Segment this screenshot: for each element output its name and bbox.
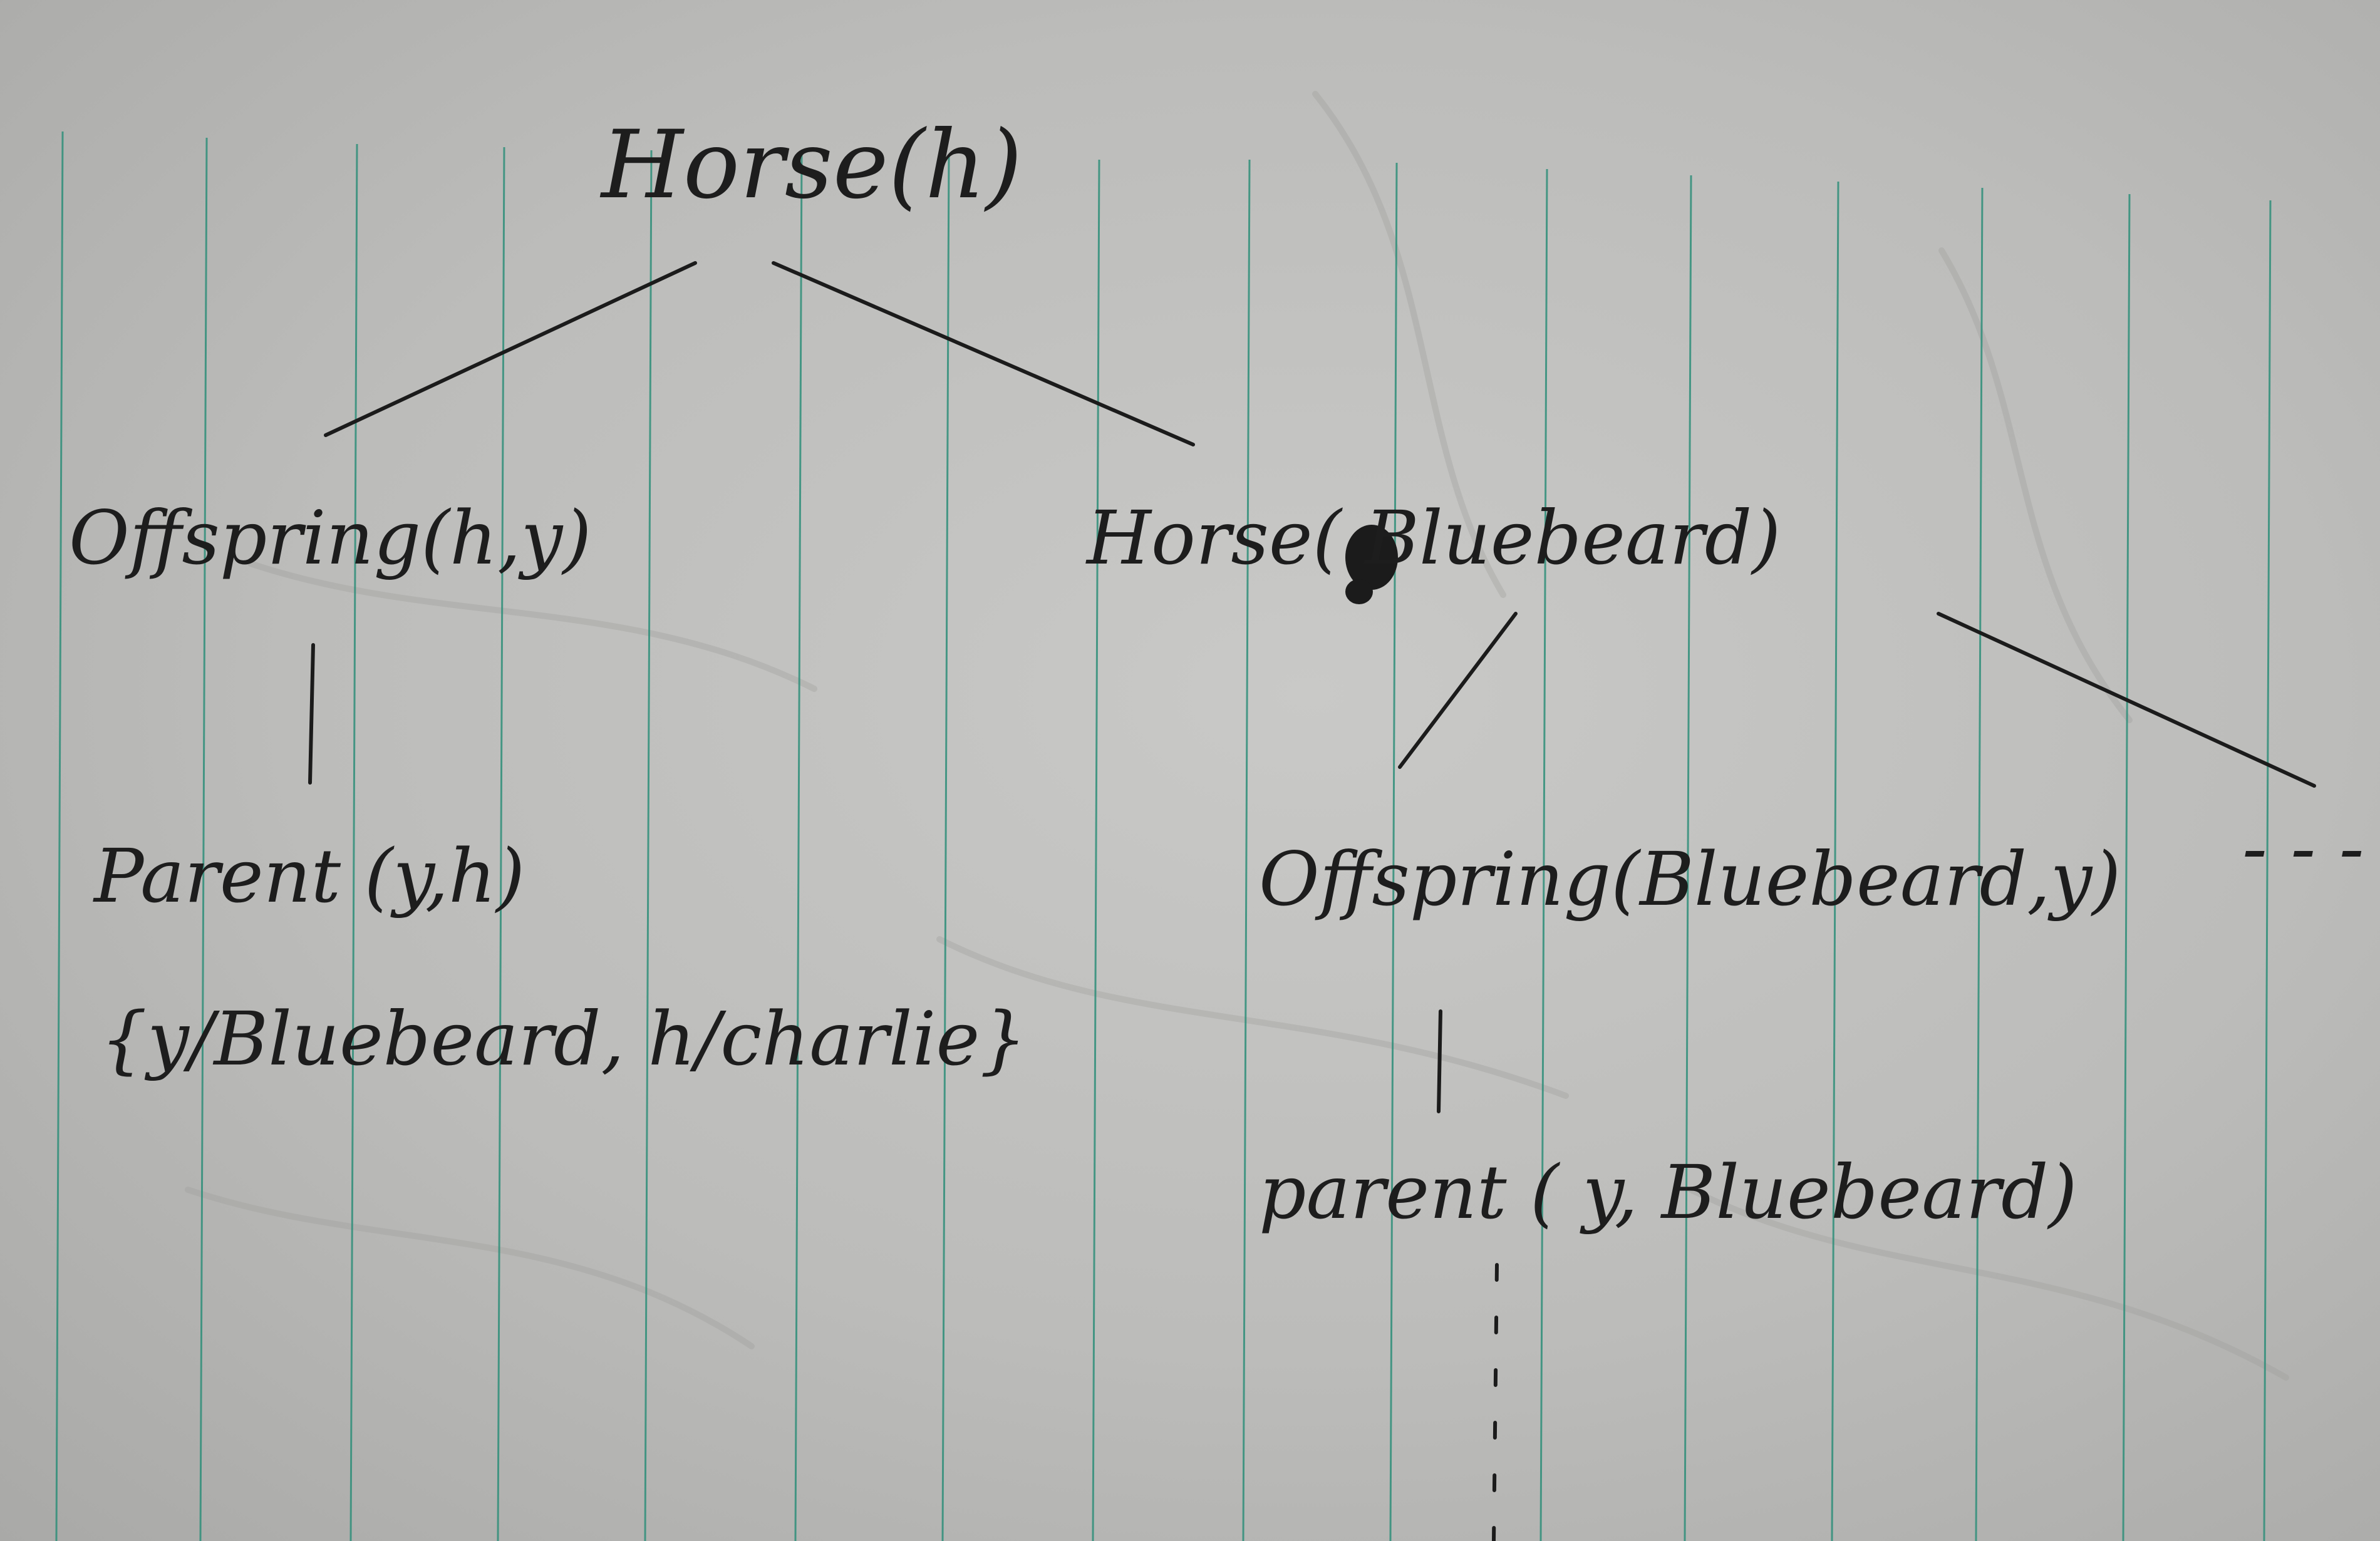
node-root: Horse(h) xyxy=(599,111,1022,220)
edge-left-vertical xyxy=(308,643,315,785)
node-right-greatgrandchild: parent ( y, Bluebeard) xyxy=(1259,1149,2077,1235)
node-left-grandchild: Parent (y,h) xyxy=(93,833,525,919)
ruled-lines xyxy=(55,131,2272,1541)
substitution-label: {y/Bluebeard, h/charlie} xyxy=(100,996,1027,1082)
edge-right-vertical xyxy=(1437,1009,1442,1113)
continuation-label: - - - xyxy=(2242,805,2364,891)
tree-edges xyxy=(308,261,2316,1541)
node-right-child: Horse( Bluebeard) xyxy=(1085,495,1781,581)
edge-root-to-left xyxy=(324,261,697,437)
ink-scribble xyxy=(1345,525,1398,604)
edge-right-to-offspring xyxy=(1398,612,1518,769)
node-left-child: Offspring(h,y) xyxy=(69,495,591,581)
edge-dotted-continuation xyxy=(1492,1263,1499,1541)
edge-right-to-continuation xyxy=(1937,612,2316,788)
node-right-grandchild: Offspring(Bluebeard,y) xyxy=(1259,836,2121,922)
edge-root-to-right xyxy=(772,261,1195,446)
